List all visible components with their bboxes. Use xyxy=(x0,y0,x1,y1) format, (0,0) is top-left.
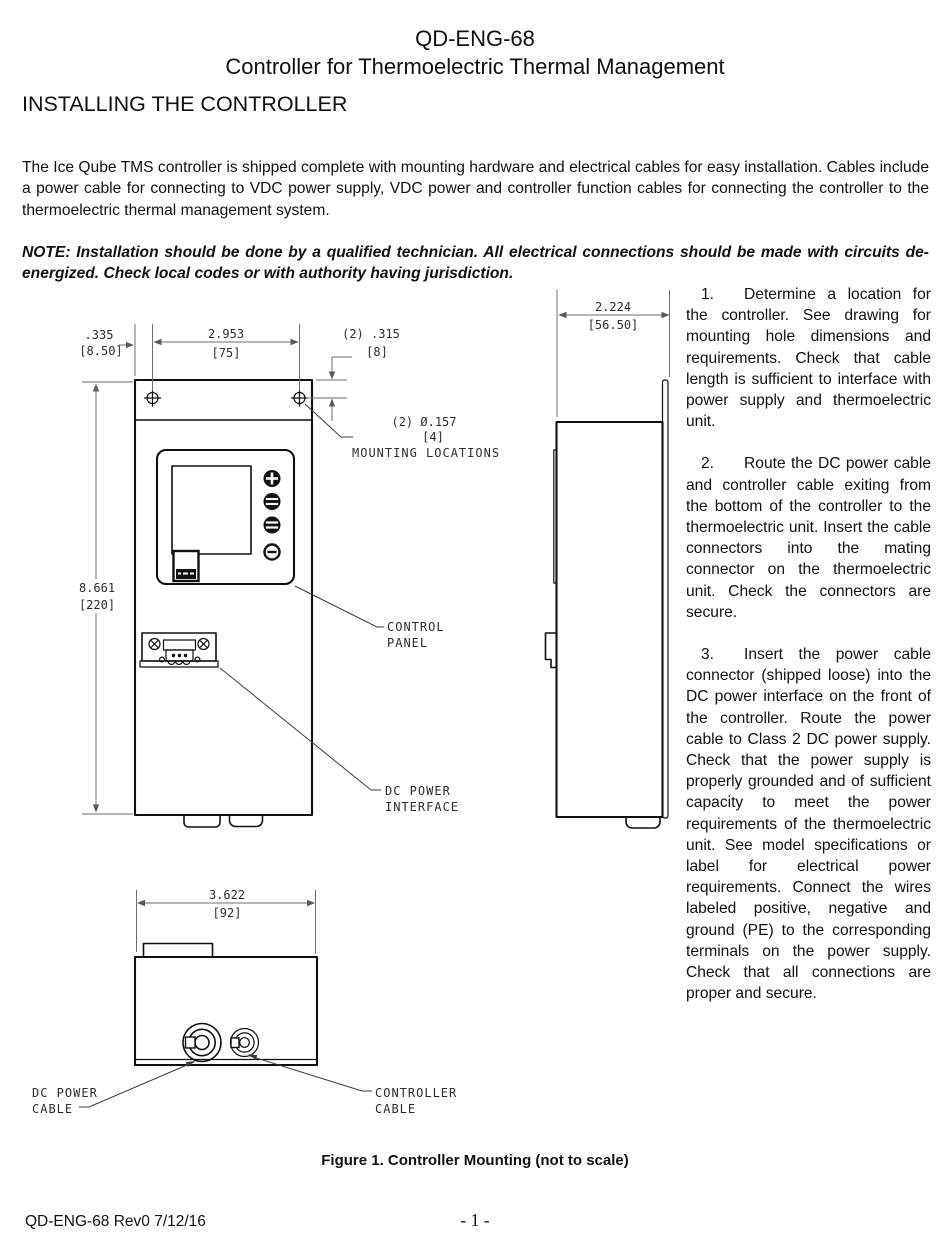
step-3-text: Insert the power cable connector (shippe… xyxy=(686,646,931,1003)
control-panel-bezel xyxy=(155,448,296,586)
footer-page-number: - 1 - xyxy=(460,1210,490,1230)
step-3: 3.Insert the power cable connector (ship… xyxy=(686,644,931,1004)
control-panel-label-1: CONTROL xyxy=(387,620,445,634)
dim-hole-offset-mm: [8.50] xyxy=(79,344,122,358)
bottom-view-dimensions: 3.622 [92] DC POWER CABLE CONTROLLER CAB… xyxy=(32,888,457,1116)
dc-cable-label-2: CABLE xyxy=(32,1102,73,1116)
button-up-icon xyxy=(263,470,281,487)
step-1-number: 1. xyxy=(701,286,715,303)
dc-interface-side-bump xyxy=(544,632,558,669)
panel-bezel-side xyxy=(553,449,558,584)
dim-depth-mm: [56.50] xyxy=(588,318,639,332)
bottom-cable-gland-tab-right xyxy=(228,815,264,828)
figure-caption: Figure 1. Controller Mounting (not to sc… xyxy=(321,1152,629,1169)
controller-cable-label-2: CABLE xyxy=(375,1102,416,1116)
dim-mount-dia-mm: [4] xyxy=(422,430,444,444)
step-2-number: 2. xyxy=(701,455,715,473)
controller-body-front xyxy=(133,378,314,817)
dim-width-mm: [92] xyxy=(213,906,242,920)
dim-depth-in: 2.224 xyxy=(595,300,631,314)
front-view xyxy=(133,378,314,828)
control-panel xyxy=(155,448,296,586)
controller-body-bottom xyxy=(133,955,319,1067)
controller-cable-gland xyxy=(229,1027,260,1058)
button-menu-icon xyxy=(263,493,281,510)
installation-steps: 1.Determine a location for the controlle… xyxy=(686,284,931,1026)
dim-mount-dia-in: (2) Ø.157 xyxy=(391,415,456,429)
control-panel-label-2: PANEL xyxy=(387,636,428,650)
step-1: 1.Determine a location for the controlle… xyxy=(686,284,931,432)
display-screen xyxy=(171,465,252,555)
doc-number: QD-ENG-68 xyxy=(415,26,535,51)
section-heading: INSTALLING THE CONTROLLER xyxy=(22,92,348,116)
mounting-hole-left xyxy=(143,389,162,407)
controller-cable-label-1: CONTROLLER xyxy=(375,1086,457,1100)
button-down-icon xyxy=(263,543,281,561)
brand-logo-box xyxy=(172,549,200,583)
dc-cable-label-1: DC POWER xyxy=(32,1086,98,1100)
control-panel-leader-line xyxy=(294,585,384,628)
mounting-hole-right xyxy=(290,389,309,407)
front-view-dimensions: .335 [8.50] 2.953 [75] (2) .315 [8] 8.66… xyxy=(79,324,500,815)
title-block: QD-ENG-68 Controller for Thermoelectric … xyxy=(0,25,950,81)
bottom-cable-gland-tab-left xyxy=(183,815,221,828)
bottom-view xyxy=(133,942,319,1067)
screw-left xyxy=(148,637,161,651)
step-1-text: Determine a location for the controller.… xyxy=(686,286,931,431)
mounting-leader-line xyxy=(304,403,353,438)
controller-body-side xyxy=(555,420,664,819)
mounting-locations-label: MOUNTING LOCATIONS xyxy=(352,446,500,460)
intro-paragraph: The Ice Qube TMS controller is shipped c… xyxy=(22,158,929,219)
dc-power-interface-connector xyxy=(139,632,219,668)
dim-hole-vert-in: (2) .315 xyxy=(342,327,400,341)
bottom-tab-side xyxy=(625,816,661,829)
dc-interface-leader-line xyxy=(219,667,381,791)
flange-tab-bottom xyxy=(142,942,214,958)
step-2: 2.Route the DC power cable and controlle… xyxy=(686,453,931,623)
screw-right xyxy=(197,637,210,651)
dim-hole-vert-mm: [8] xyxy=(366,345,388,359)
dc-interface-label-1: DC POWER xyxy=(385,784,451,798)
dc-power-cable-gland xyxy=(182,1022,222,1063)
dim-hole-spacing-mm: [75] xyxy=(212,346,241,360)
doc-title: Controller for Thermoelectric Thermal Ma… xyxy=(225,54,725,79)
dim-hole-offset-in: .335 xyxy=(85,328,114,342)
dim-width-in: 3.622 xyxy=(209,888,245,902)
dim-height-mm: [220] xyxy=(79,598,115,612)
button-set-icon xyxy=(263,516,281,534)
side-view xyxy=(544,379,669,829)
dim-height-in: 8.661 xyxy=(79,581,115,595)
dim-hole-spacing-in: 2.953 xyxy=(208,327,244,341)
side-view-dimensions: 2.224 [56.50] xyxy=(556,290,670,417)
dc-interface-label-2: INTERFACE xyxy=(385,800,459,814)
note-paragraph: NOTE: Installation should be done by a q… xyxy=(22,243,929,283)
step-2-text: Route the DC power cable and controller … xyxy=(686,455,931,621)
footer-doc-revision: QD-ENG-68 Rev0 7/12/16 xyxy=(25,1213,206,1230)
step-3-number: 3. xyxy=(701,646,715,664)
